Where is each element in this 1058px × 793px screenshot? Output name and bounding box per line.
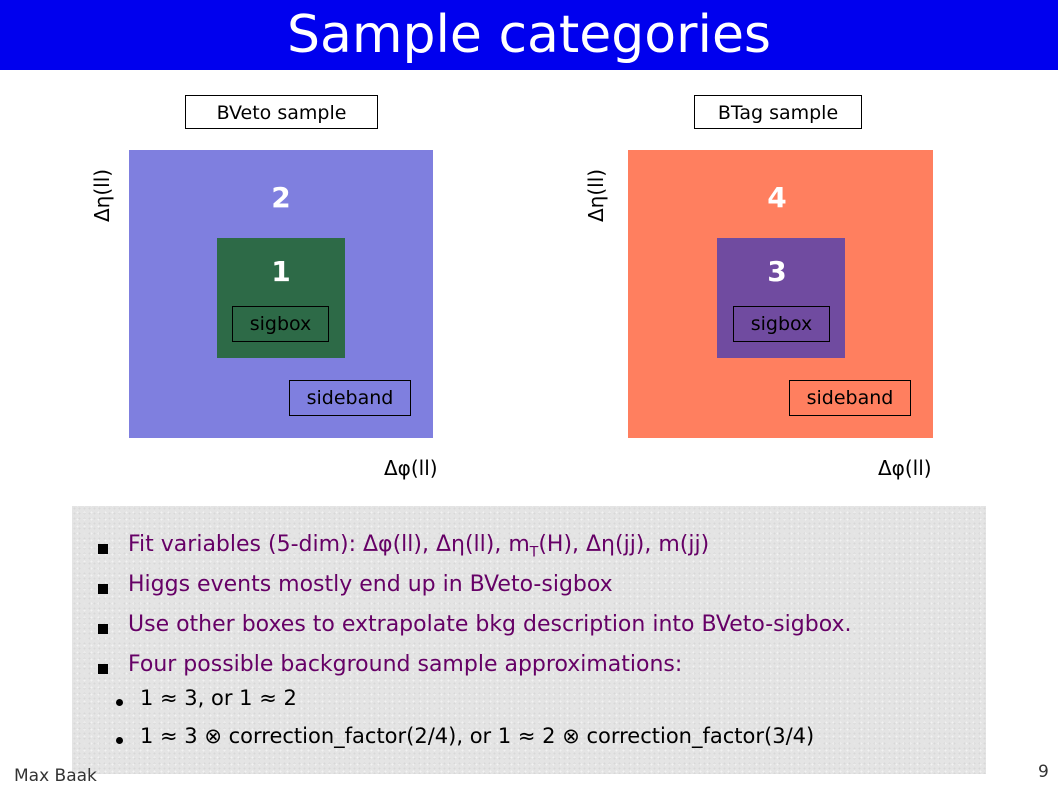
square-bullet-icon: [98, 624, 108, 634]
title-bar: Sample categories: [0, 0, 1058, 70]
bullet-text: Four possible background sample approxim…: [128, 652, 683, 677]
square-bullet-icon: [98, 664, 108, 674]
bveto-sample-label: BVeto sample: [185, 95, 378, 129]
page-number: 9: [1038, 762, 1049, 782]
region-number-2: 2: [271, 181, 291, 214]
bveto-sideband-label: sideband: [289, 380, 411, 416]
bullet-text-post: (H), Δη(jj), m(jj): [538, 532, 710, 557]
left-x-axis-label: Δφ(ll): [384, 456, 438, 480]
region-number-3: 3: [767, 255, 787, 288]
bullet-subscript: T: [529, 544, 539, 561]
left-y-axis-label: Δη(ll): [90, 168, 114, 222]
right-y-axis-label: Δη(ll): [584, 168, 608, 222]
bveto-sigbox-label: sigbox: [232, 306, 329, 342]
dot-bullet-icon: [116, 699, 123, 706]
square-bullet-icon: [98, 584, 108, 594]
slide-title: Sample categories: [286, 5, 772, 65]
square-bullet-icon: [98, 544, 108, 554]
bullet-text: Use other boxes to extrapolate bkg descr…: [128, 612, 852, 637]
subbullet-text: 1 ≈ 3 ⊗ correction_factor(2/4), or 1 ≈ 2…: [140, 724, 815, 748]
btag-sample-label: BTag sample: [694, 95, 862, 129]
region-number-1: 1: [271, 255, 291, 288]
subbullet-text: 1 ≈ 3, or 1 ≈ 2: [140, 686, 297, 710]
bullet-text: Fit variables (5-dim): Δφ(ll), Δη(ll), m: [128, 532, 530, 557]
dot-bullet-icon: [116, 737, 123, 744]
region-number-4: 4: [767, 181, 787, 214]
btag-sigbox-label: sigbox: [733, 306, 830, 342]
right-x-axis-label: Δφ(ll): [878, 456, 932, 480]
footer-author: Max Baak: [14, 766, 97, 786]
bullet-text: Higgs events mostly end up in BVeto-sigb…: [128, 572, 613, 597]
text-panel: Fit variables (5-dim): Δφ(ll), Δη(ll), m…: [72, 506, 986, 774]
btag-sideband-label: sideband: [789, 380, 911, 416]
